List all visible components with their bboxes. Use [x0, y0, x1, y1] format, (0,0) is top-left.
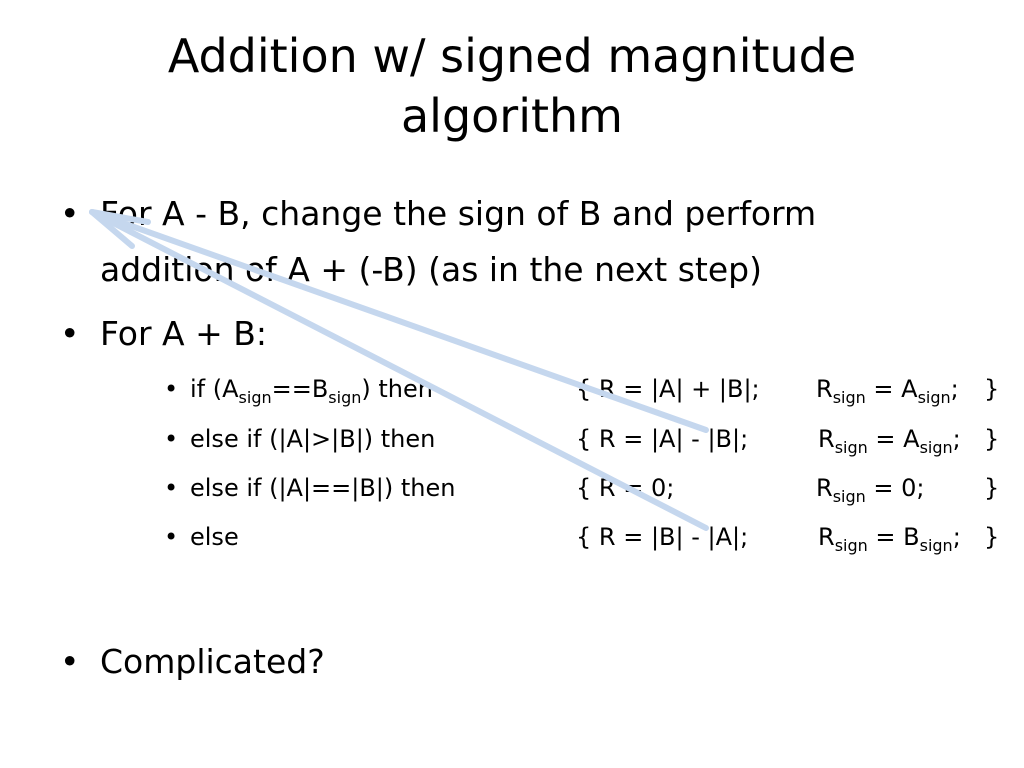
result-expression: { R = |A| - |B|; [576, 425, 749, 453]
bullet-3-text: Complicated? [100, 642, 325, 681]
closing-brace: } [984, 425, 1000, 453]
sub-bullet-2: • else if (|A|>|B|) then { R = |A| - |B|… [164, 424, 999, 456]
closing-brace: } [984, 523, 1000, 551]
condition: if (Asign==Bsign) then [190, 375, 433, 407]
sub-bullet-3: • else if (|A|==|B|) then { R = 0; Rsign… [164, 473, 999, 505]
sign-assignment: Rsign = Asign; [818, 425, 961, 457]
condition: else if (|A|>|B|) then [190, 425, 436, 453]
title-line-1: Addition w/ signed magnitude [167, 29, 857, 83]
arrow-line-lower [89, 209, 709, 531]
sign-assignment: Rsign = Asign; [816, 375, 959, 407]
condition: else [190, 523, 239, 551]
arrowhead-icon [89, 209, 151, 249]
bullet-dot: • [60, 314, 80, 353]
slide-title: Addition w/ signed magnitude algorithm [60, 26, 964, 146]
sub-bullet-dot: • [164, 425, 179, 453]
sign-assignment: Rsign = 0; [816, 474, 925, 506]
title-line-2: algorithm [400, 89, 623, 143]
sub-bullet-1: • if (Asign==Bsign) then { R = |A| + |B|… [164, 374, 999, 407]
bullet-3: • Complicated? [60, 642, 325, 682]
bullet-dot: • [60, 642, 80, 681]
bullet-2: • For A + B: [60, 314, 268, 354]
closing-brace: } [984, 375, 1000, 403]
bullet-2-text: For A + B: [100, 314, 268, 353]
sub-bullet-4: • else { R = |B| - |A|; Rsign = Bsign; } [164, 522, 999, 554]
sub-bullet-dot: • [164, 523, 179, 551]
bullet-1-line-1: For A - B, change the sign of B and perf… [100, 194, 817, 233]
arrow-line-upper [89, 209, 709, 433]
result-expression: { R = |B| - |A|; [576, 523, 749, 551]
sign-assignment: Rsign = Bsign; [818, 523, 961, 555]
condition: else if (|A|==|B|) then [190, 474, 456, 502]
sub-bullet-dot: • [164, 474, 179, 502]
bullet-dot: • [60, 194, 80, 233]
result-expression: { R = |A| + |B|; [576, 375, 760, 403]
sub-bullet-dot: • [164, 375, 179, 403]
closing-brace: } [984, 474, 1000, 502]
bullet-1: • For A - B, change the sign of B and pe… [60, 194, 817, 306]
